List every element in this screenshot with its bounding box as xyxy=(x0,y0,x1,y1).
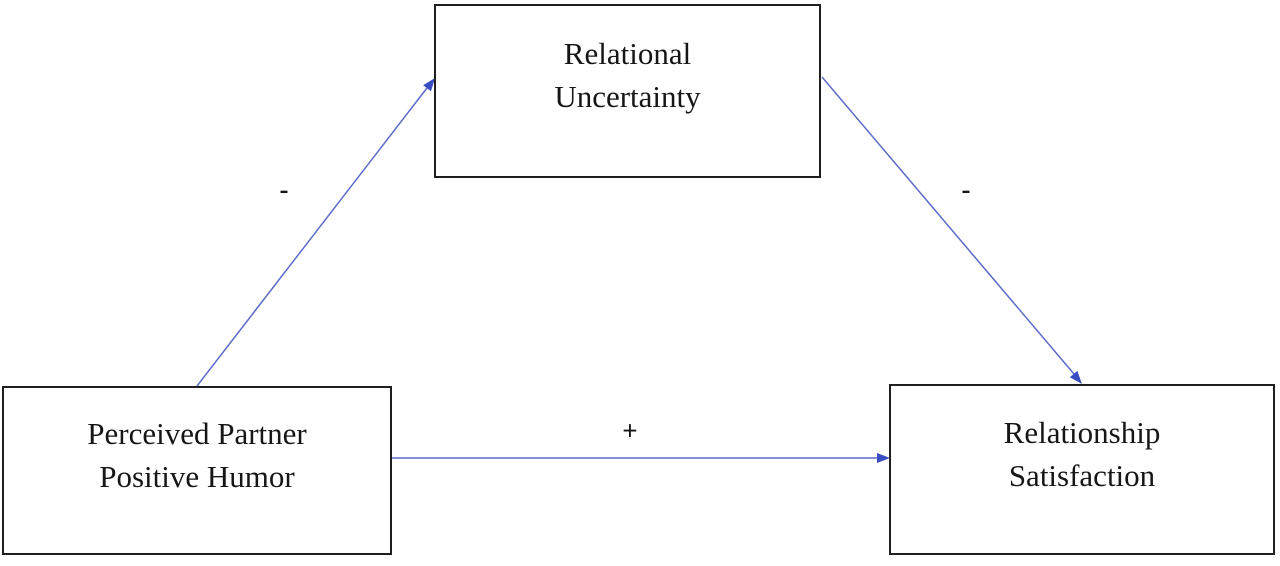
node-label: Relational Uncertainty xyxy=(554,36,701,114)
arrow-predictor-to-outcome xyxy=(392,453,890,463)
arrowhead-icon xyxy=(423,78,435,92)
edge-sign-predictor-to-mediator: - xyxy=(279,174,289,205)
arrow-mediator-to-outcome xyxy=(821,76,1082,384)
edge-sign-predictor-to-outcome: + xyxy=(622,415,638,446)
node-relational-uncertainty: Relational Uncertainty xyxy=(434,4,821,178)
node-label: Relationship Satisfaction xyxy=(1003,414,1161,493)
node-label: Perceived Partner Positive Humor xyxy=(87,415,307,494)
arrowhead-icon xyxy=(877,453,890,463)
edge-sign-mediator-to-outcome: - xyxy=(961,174,971,205)
arrow-predictor-to-mediator xyxy=(196,78,435,387)
node-relationship-satisfaction: Relationship Satisfaction xyxy=(889,384,1275,555)
arrowhead-icon xyxy=(1069,370,1082,384)
node-perceived-partner-positive-humor: Perceived Partner Positive Humor xyxy=(2,386,392,555)
